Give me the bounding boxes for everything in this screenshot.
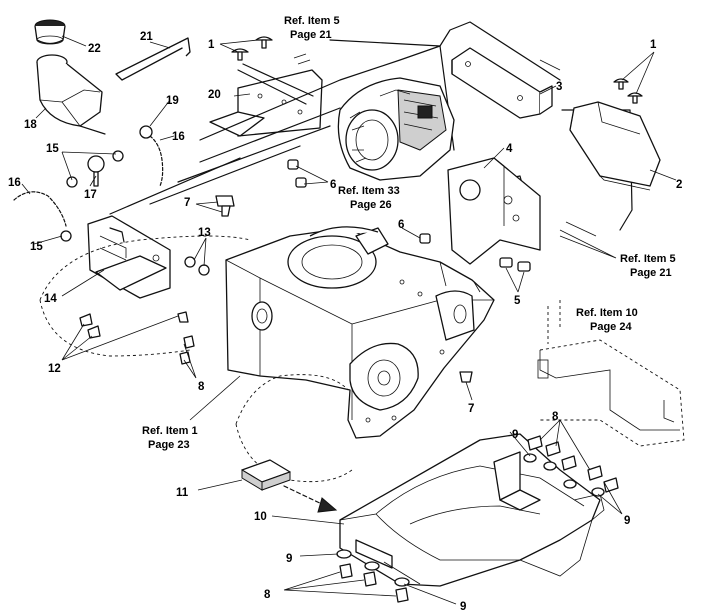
part-10-base-pan: [339, 433, 605, 587]
callout-21: 21: [140, 31, 153, 43]
callout-4: 4: [506, 143, 513, 155]
callout-6-upper: 6: [330, 179, 336, 191]
callout-15-lower: 15: [30, 241, 43, 253]
main-housing: [225, 226, 495, 439]
callout-1-right: 1: [650, 39, 657, 51]
callout-8-left: 8: [198, 381, 205, 393]
ref-item-1-line1: Ref. Item 1: [142, 425, 198, 437]
part-22-cap: [34, 19, 66, 45]
callout-7-upper: 7: [184, 197, 190, 209]
part-3-bracket: [451, 47, 553, 119]
dashed-outlines: [39, 235, 561, 483]
callout-12: 12: [48, 363, 61, 375]
engine-assembly: [337, 77, 455, 181]
part-21-bar: [115, 37, 191, 81]
callout-15-upper: 15: [46, 143, 59, 155]
part-18-chute-elbow: [36, 54, 106, 135]
part-4-plate: [447, 157, 541, 265]
callout-9-right-upper: 9: [512, 429, 518, 441]
callout-14: 14: [44, 293, 57, 305]
callout-9-bottom-right: 9: [460, 601, 466, 613]
ref-item-5-right-line1: Ref. Item 5: [620, 253, 676, 265]
callout-9-bottom-left: 9: [286, 553, 292, 565]
callout-labels: 22 21 1 1 3 20 19 18 16 15 16 17 2 4 6 7…: [8, 31, 682, 613]
ref-item-10-line1: Ref. Item 10: [576, 307, 638, 319]
ref-item-5-top-line1: Ref. Item 5: [284, 15, 340, 27]
callout-20: 20: [208, 89, 221, 101]
small-parts: [60, 125, 153, 242]
callout-1-left: 1: [208, 39, 215, 51]
ref-item-5-top-line2: Page 21: [290, 29, 332, 41]
callout-8-right: 8: [552, 411, 559, 423]
reference-notes: Ref. Item 5 Page 21 Ref. Item 33 Page 26…: [142, 15, 676, 451]
callout-5: 5: [514, 295, 521, 307]
callout-8-bottom: 8: [264, 589, 271, 601]
frame-ref-10: [537, 339, 685, 447]
part-1-screws: [231, 36, 643, 104]
leader-lines: [21, 35, 677, 605]
ref-item-1-line2: Page 23: [148, 439, 190, 451]
callout-13: 13: [198, 227, 211, 239]
part-20-bracket: [209, 63, 323, 137]
part-5-nuts: [499, 221, 601, 272]
ref-item-10-line2: Page 24: [590, 321, 632, 333]
callout-10: 10: [254, 511, 267, 523]
callout-9-right-lower: 9: [624, 515, 630, 527]
ref-item-33-line1: Ref. Item 33: [338, 185, 400, 197]
callout-17: 17: [84, 189, 97, 201]
part-13-7-bolts: [184, 195, 473, 383]
callout-16-upper: 16: [172, 131, 185, 143]
callout-22: 22: [88, 43, 101, 55]
callout-3: 3: [556, 81, 562, 93]
callout-16-lower: 16: [8, 177, 21, 189]
ref-item-5-right-line2: Page 21: [630, 267, 672, 279]
callout-18: 18: [24, 119, 37, 131]
callout-6-lower: 6: [398, 219, 404, 231]
ref-item-33-line2: Page 26: [350, 199, 392, 211]
callout-11: 11: [176, 487, 189, 499]
part-14-bracket: [87, 215, 171, 299]
part-2-belt-cover: [569, 101, 661, 191]
callout-2: 2: [676, 179, 682, 191]
callout-19: 19: [166, 95, 179, 107]
part-12-8-screws: [79, 311, 195, 365]
part-6-nuts: [287, 159, 431, 244]
part-16-springs: [13, 135, 164, 227]
callout-7-lower: 7: [468, 403, 474, 415]
part-11-pad: [241, 459, 338, 513]
